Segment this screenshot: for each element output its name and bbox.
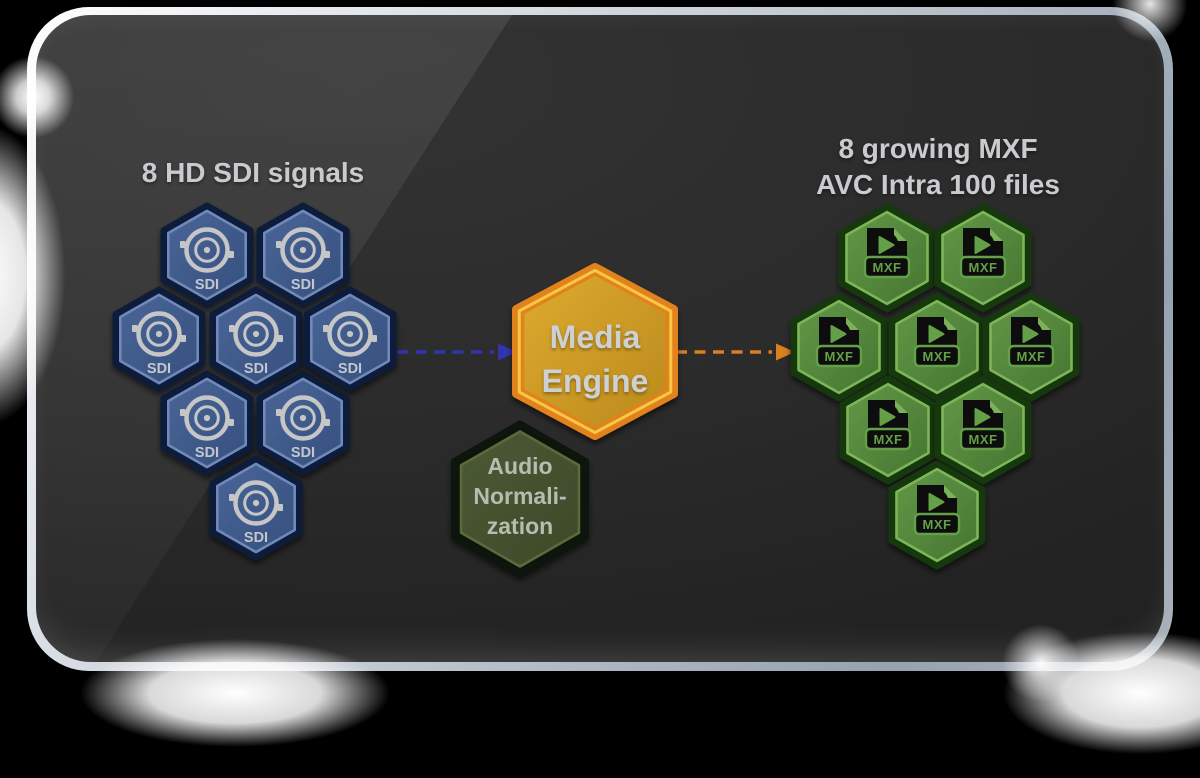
workflow-diagram: SDI SDI SDI SDI SDI SDI SDI SDI MXF MXF MXF MXF MXF M… [112,202,1080,578]
bnc-connector-icon [323,311,377,357]
sdi-node: SDI [303,286,397,392]
sdi-node-label: SDI [244,361,268,377]
audio-normalization-node [451,420,589,578]
bnc-connector-icon [229,311,283,357]
mxf-file-icon: MXF [959,400,1007,451]
mxf-node-label: MXF [969,432,998,447]
bnc-connector-icon [180,227,234,273]
mxf-node-label: MXF [923,517,952,532]
hexagon-face [309,293,391,385]
bnc-connector-icon [229,480,283,526]
arrowhead [498,343,517,361]
audio-label-line3: zation [486,513,554,539]
hexagon-face [459,430,581,568]
sdi-node-label: SDI [244,530,268,546]
sdi-node-label: SDI [195,445,219,461]
sdi-node-label: SDI [147,361,171,377]
mxf-node-label: MXF [873,260,902,275]
mxf-file-icon: MXF [959,228,1007,279]
sdi-node-label: SDI [291,277,315,293]
sdi-group-title: 8 HD SDI signals [141,157,365,188]
mxf-node: MXF [934,375,1032,485]
media-engine-node [512,263,678,440]
mxf-node: MXF [934,203,1032,313]
hexagon-face [216,462,297,554]
mxf-group-title-line1: 8 growing MXF [838,133,1038,164]
mxf-node-label: MXF [874,432,903,447]
audio-label-line2: Normali- [473,483,567,509]
bnc-connector-icon [132,311,186,357]
mxf-node: MXF [888,460,986,570]
sdi-node-label: SDI [291,445,315,461]
mxf-file-icon: MXF [913,485,961,536]
sdi-node-label: SDI [338,361,362,377]
arrowhead [776,343,795,361]
hexagon-face [216,293,297,385]
mxf-node: MXF [839,375,937,485]
mxf-file-icon: MXF [863,228,911,279]
media-engine-label: Media Engine [485,315,705,403]
mxf-node: MXF [838,203,936,313]
bnc-connector-icon [276,227,330,273]
mxf-group-title: 8 growing MXF AVC Intra 100 files [783,131,1093,203]
sdi-node: SDI [160,202,254,308]
engine-to-mxf-arrow [676,343,795,361]
sdi-node: SDI [160,370,254,476]
mxf-file-icon: MXF [1007,317,1055,368]
sdi-node: SDI [112,286,206,392]
hexagon-face [262,209,344,301]
mxf-group-title-line2: AVC Intra 100 files [816,169,1060,200]
mxf-node: MXF [982,292,1080,402]
sdi-node: SDI [256,370,350,476]
bnc-connector-icon [180,395,234,441]
audio-normalization-label: Audio Normali- zation [430,451,610,541]
sdi-node-label: SDI [195,277,219,293]
media-engine-label-line1: Media [549,319,641,355]
audio-label-line1: Audio [487,453,553,479]
mxf-file-icon: MXF [864,400,912,451]
mxf-node: MXF [888,292,986,402]
sdi-node: SDI [209,286,303,392]
sdi-to-engine-arrow [397,343,517,361]
mxf-node-label: MXF [1017,349,1046,364]
mxf-file-icon: MXF [815,317,863,368]
hexagon-face [167,209,247,301]
media-engine-label-line2: Engine [541,363,649,399]
mxf-node-label: MXF [825,349,854,364]
bnc-connector-icon [276,395,330,441]
hexagon-face [119,293,199,385]
mxf-file-icon: MXF [913,317,961,368]
mxf-node-label: MXF [969,260,998,275]
hexagon-face [262,377,344,469]
sdi-node: SDI [209,455,303,561]
hexagon-face [167,377,247,469]
sdi-node: SDI [256,202,350,308]
mxf-node-label: MXF [923,349,952,364]
mxf-node: MXF [790,292,888,402]
